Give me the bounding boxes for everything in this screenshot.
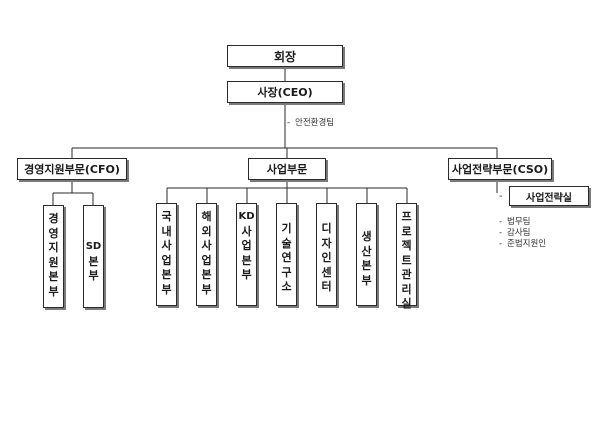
cso-division-label: 사업전략부문(CSO) [451,163,549,176]
unit-label-char: 사 [241,224,252,238]
unit-label-char: SD [85,241,102,252]
unit-label-char: 외 [201,224,212,238]
ceo-staff-safety-team: -안전환경팀 [287,118,335,128]
unit-label-char: 해 [201,210,212,223]
unit-label-char: 프 [401,210,412,223]
unit-label-char: 업 [241,239,252,252]
chairman-box: 회장 [227,45,343,67]
unit-label-char: 산 [361,244,372,258]
business-division-label: 사업부문 [266,163,308,176]
strategy-team-label: 준법지원인 [507,239,547,249]
strategy-team-label: 법무팀 [507,217,531,227]
unit-label-char: 본 [241,253,252,267]
strategy-team-audit: -감사팀 [499,228,531,238]
chairman-label: 회장 [273,49,297,64]
unit-label-char: 내 [161,224,172,238]
unit-label-char: 본 [48,270,59,283]
strategy-office-label: 사업전략실 [526,192,572,204]
unit-label-char: 술 [281,236,292,250]
cfo-division-box: 경영지원부문(CFO) [17,158,127,180]
business-division-box: 사업부문 [248,158,326,180]
unit-label-char: 로 [401,224,412,238]
strategy-team-compliance: -준법지원인 [499,239,547,249]
cfo-division-label: 경영지원부문(CFO) [24,163,120,176]
strategy-office-box: 사업전략실 [509,186,589,206]
unit-label-char: 본 [161,268,172,281]
unit-label-char: 영 [48,226,59,240]
unit-label-char: 자 [321,236,332,250]
unit-label-char: 본 [201,268,212,281]
unit-label-char: 리 [401,282,412,296]
unit-label-char: 부 [241,268,252,281]
unit-label-char: 지 [48,241,59,254]
unit-label-char: 본 [88,254,99,268]
unit-label-char: 업 [201,253,212,267]
unit-label-char: 업 [161,253,172,267]
unit-label-char: 부 [161,282,172,296]
unit-label-char: 사 [161,239,172,252]
unit-label-char: 구 [281,265,292,279]
unit-label-char: KD [238,211,255,222]
unit-label-char: 실 [401,297,412,310]
unit-label-char: 원 [48,255,59,269]
ceo-staff-label: 안전환경팀 [295,118,335,128]
ceo-box: 사장(CEO) [227,81,343,103]
unit-label-char: 부 [361,273,372,287]
unit-label-char: 관 [401,268,412,281]
strategy-team-legal: -법무팀 [499,217,531,227]
unit-label-char: 젝 [401,239,412,252]
cso-division-box: 사업전략부문(CSO) [448,158,552,180]
unit-label-char: 본 [361,259,372,272]
unit-label-char: 기 [281,222,292,235]
unit-label-char: 센 [321,265,332,279]
unit-label-char: 부 [88,269,99,282]
unit-label-char: 터 [321,280,332,293]
cso-office-dash: - [499,191,503,202]
ceo-label: 사장(CEO) [257,86,313,99]
unit-label-char: 부 [201,282,212,296]
unit-label-char: 소 [281,280,292,293]
unit-label-char: 생 [361,230,372,243]
unit-label-char: 트 [401,253,412,267]
unit-label-char: 사 [201,239,212,252]
unit-label-char: 연 [281,251,292,264]
unit-label-char: 국 [161,210,172,223]
strategy-team-label: 감사팀 [507,228,531,238]
unit-label-char: 인 [321,251,332,264]
unit-label-char: 경 [48,212,59,225]
unit-label-char: 부 [48,284,59,298]
unit-label-char: 디 [321,222,332,235]
